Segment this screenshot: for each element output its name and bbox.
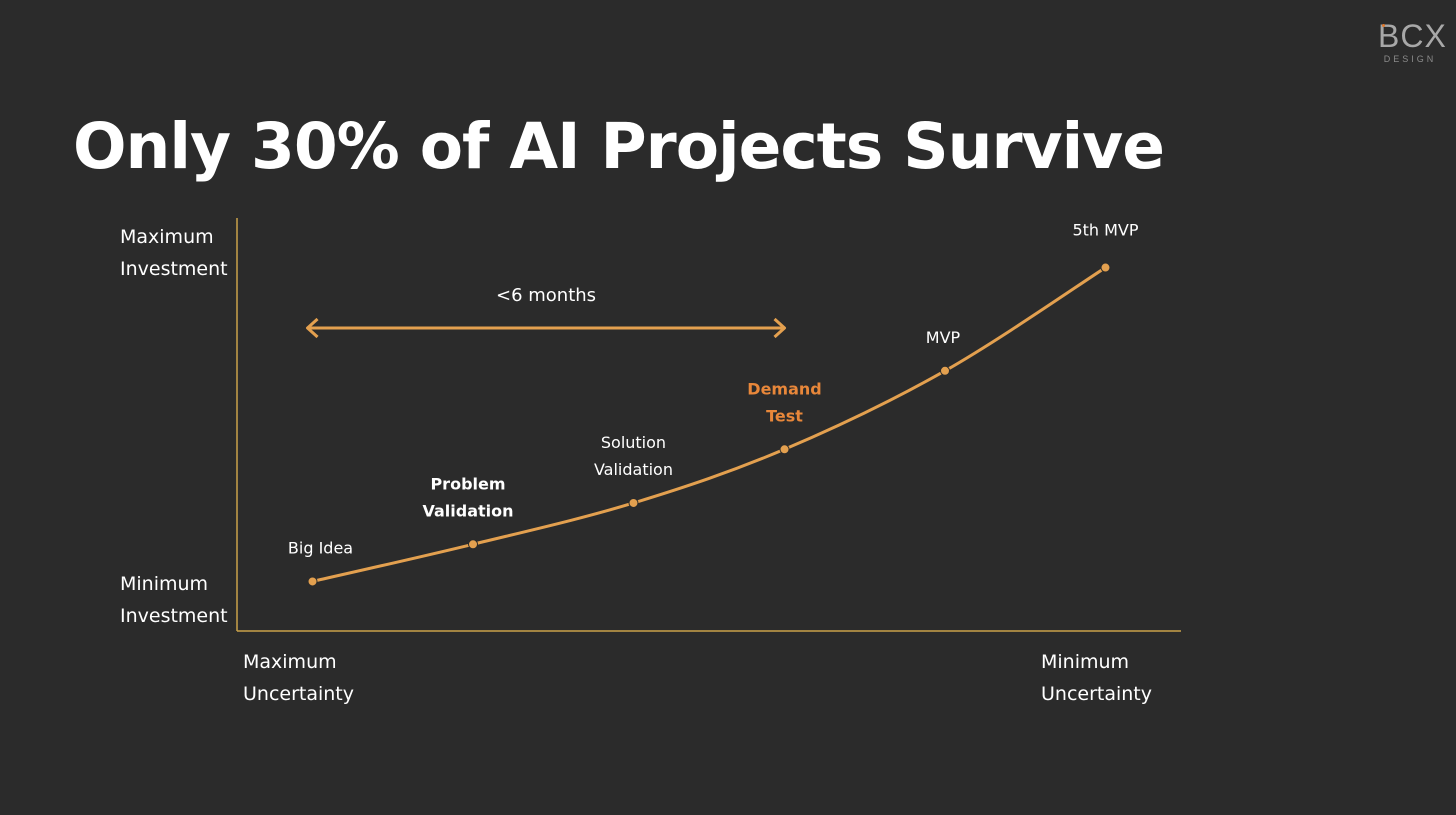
y-axis-bottom-label-line: Minimum: [120, 573, 209, 595]
timespan-arrow-left-head: [306, 317, 319, 339]
page-title: Only 30% of AI Projects Survive: [73, 110, 1165, 183]
data-point: [779, 444, 790, 455]
series-line: [312, 266, 1107, 583]
data-point: [307, 576, 318, 587]
y-axis-bottom-label: Minimum Investment: [120, 568, 228, 632]
data-label: Demand: [747, 379, 821, 398]
x-axis-left-label: Maximum Uncertainty: [243, 646, 354, 710]
x-axis-right-label: Minimum Uncertainty: [1041, 646, 1152, 710]
data-point: [940, 365, 950, 376]
data-point: [468, 539, 478, 550]
data-label: Solution: [601, 433, 666, 452]
data-label: 5th MVP: [1072, 221, 1138, 240]
data-label: MVP: [926, 328, 961, 347]
x-axis-right-label-line: Uncertainty: [1041, 683, 1153, 705]
timespan-arrow-right-head: [773, 317, 787, 339]
timespan-label: <6 months: [496, 285, 596, 306]
y-axis-bottom-label-line: Investment: [120, 605, 228, 627]
timespan-annotation: <6 months: [306, 285, 787, 339]
data-label: Big Idea: [288, 538, 353, 557]
data-point: [628, 497, 639, 508]
logo-subtitle: DESIGN: [1383, 54, 1437, 64]
brand-logo: BCX DESIGN: [1378, 18, 1447, 64]
data-point: [1100, 262, 1111, 273]
logo-mark: BCX: [1378, 18, 1447, 54]
y-axis-top-label-line: Investment: [120, 258, 228, 280]
data-labels: Big IdeaProblemValidationSolutionValidat…: [288, 221, 1139, 558]
y-axis-top-label: Maximum Investment: [120, 221, 228, 285]
data-label: Validation: [594, 460, 673, 479]
x-axis-left-label-line: Uncertainty: [243, 683, 355, 705]
data-points: [307, 262, 1111, 587]
data-label: Validation: [422, 501, 513, 520]
x-axis-left-label-line: Maximum: [243, 651, 337, 673]
y-axis-top-label-line: Maximum: [120, 226, 214, 248]
data-label: Problem: [430, 474, 505, 493]
x-axis-right-label-line: Minimum: [1041, 651, 1130, 673]
logo-dot: [1382, 24, 1385, 27]
data-label: Test: [766, 406, 803, 425]
